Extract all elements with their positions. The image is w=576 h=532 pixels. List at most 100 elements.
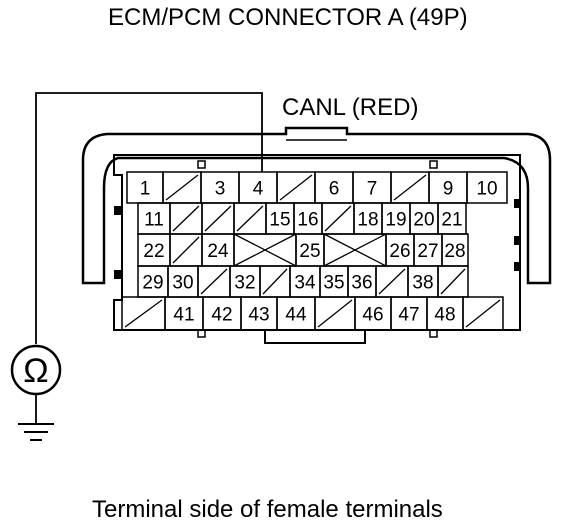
unused-terminal-slash xyxy=(236,205,264,232)
terminal-cell: 1 xyxy=(126,171,164,204)
terminal-cell: 47 xyxy=(390,296,428,331)
terminal-cell: 20 xyxy=(409,202,439,235)
terminal-cell xyxy=(259,265,291,298)
terminal-cell: 32 xyxy=(229,265,261,298)
terminal-cell: 38 xyxy=(407,265,439,298)
terminal-cell xyxy=(314,296,356,331)
terminal-cell: 24 xyxy=(201,233,235,267)
terminal-number: 9 xyxy=(443,179,454,200)
terminal-number: 26 xyxy=(389,241,410,262)
terminal-number: 48 xyxy=(434,305,455,326)
terminal-number: 3 xyxy=(215,179,226,200)
terminal-number: 4 xyxy=(253,179,264,200)
blocked-terminal-cell xyxy=(233,233,297,267)
terminal-cell: 4 xyxy=(238,171,278,204)
terminal-cell xyxy=(121,296,166,331)
terminal-cell xyxy=(390,171,430,204)
unused-terminal-slash xyxy=(262,268,288,295)
terminal-cell: 36 xyxy=(347,265,377,298)
unused-terminal-slash xyxy=(165,174,199,201)
unused-terminal-slash xyxy=(124,299,163,328)
terminal-cell: 48 xyxy=(426,296,464,331)
terminal-cell: 16 xyxy=(293,202,323,235)
terminal-cell: 21 xyxy=(437,202,467,235)
unused-terminal-slash xyxy=(172,205,200,232)
terminal-cell xyxy=(276,171,316,204)
terminal-number: 29 xyxy=(142,273,163,294)
terminal-number: 22 xyxy=(143,241,164,262)
terminal-cell: 44 xyxy=(276,296,316,331)
terminal-number: 47 xyxy=(398,305,419,326)
terminal-cell xyxy=(169,202,203,235)
terminal-cell: 35 xyxy=(319,265,349,298)
terminal-cell xyxy=(162,171,202,204)
terminal-cell: 18 xyxy=(353,202,383,235)
terminal-number: 15 xyxy=(269,210,290,231)
unused-terminal-slash xyxy=(317,299,353,328)
terminal-cell: 43 xyxy=(240,296,278,331)
terminal-cell: 41 xyxy=(164,296,204,331)
terminal-cell: 29 xyxy=(137,265,169,298)
connector-housing xyxy=(81,126,552,344)
blocked-terminal-cell xyxy=(323,233,387,267)
terminal-number: 7 xyxy=(367,179,378,200)
terminal-number: 20 xyxy=(413,210,434,231)
terminal-number: 41 xyxy=(173,305,194,326)
unused-terminal-slash xyxy=(324,205,352,232)
terminal-number: 27 xyxy=(417,241,438,262)
terminal-number: 42 xyxy=(211,305,232,326)
side-lock-tabs xyxy=(114,199,521,279)
terminal-number: 18 xyxy=(357,210,378,231)
terminal-cell: 26 xyxy=(385,233,415,267)
terminal-cell xyxy=(197,265,231,298)
terminal-cell: 10 xyxy=(466,171,508,204)
terminal-number: 10 xyxy=(476,179,497,200)
terminal-number: 44 xyxy=(285,305,307,326)
diagram-title: ECM/PCM CONNECTOR A (49P) xyxy=(108,4,468,31)
terminal-cell: 19 xyxy=(381,202,411,235)
terminal-cell xyxy=(321,202,355,235)
terminal-number: 21 xyxy=(441,210,462,231)
terminal-number: 19 xyxy=(385,210,406,231)
unused-terminal-slash xyxy=(465,299,501,328)
ohmmeter xyxy=(10,92,263,441)
terminal-number: 46 xyxy=(362,305,383,326)
terminal-cell: 11 xyxy=(137,202,171,235)
wire-label: CANL (RED) xyxy=(282,94,419,121)
terminal-cell: 34 xyxy=(289,265,321,298)
terminal-cell: 30 xyxy=(167,265,199,298)
terminal-cell: 42 xyxy=(202,296,242,331)
diagram-caption: Terminal side of female terminals xyxy=(92,496,443,523)
terminal-cell xyxy=(437,265,469,298)
terminal-cell: 3 xyxy=(200,171,240,204)
unused-terminal-slash xyxy=(172,236,200,264)
terminal-cell: 22 xyxy=(137,233,171,267)
terminal-number: 38 xyxy=(412,273,433,294)
terminal-number: 43 xyxy=(248,305,269,326)
terminal-number: 1 xyxy=(140,179,151,200)
terminal-number: 34 xyxy=(294,273,316,294)
terminal-number: 36 xyxy=(351,273,372,294)
terminal-cell: 25 xyxy=(295,233,325,267)
terminal-cell: 28 xyxy=(441,233,469,267)
terminal-cell xyxy=(462,296,504,331)
terminal-cell xyxy=(169,233,203,267)
terminal-cell xyxy=(233,202,267,235)
unused-terminal-slash xyxy=(279,174,313,201)
terminal-number: 32 xyxy=(234,273,255,294)
terminal-cell: 15 xyxy=(265,202,295,235)
terminal-number: 28 xyxy=(444,241,465,262)
unused-terminal-slash xyxy=(393,174,427,201)
terminal-cell: 46 xyxy=(354,296,392,331)
unused-terminal-slash xyxy=(378,268,406,295)
terminal-number: 30 xyxy=(172,273,193,294)
terminal-cell xyxy=(201,202,235,235)
unused-terminal-slash xyxy=(204,205,232,232)
terminal-number: 11 xyxy=(144,210,164,231)
terminal-number: 6 xyxy=(329,179,340,200)
terminal-cell: 6 xyxy=(314,171,354,204)
ohm-icon: Ω xyxy=(23,352,48,390)
terminal-cell: 9 xyxy=(428,171,468,204)
terminal-number: 16 xyxy=(297,210,318,231)
